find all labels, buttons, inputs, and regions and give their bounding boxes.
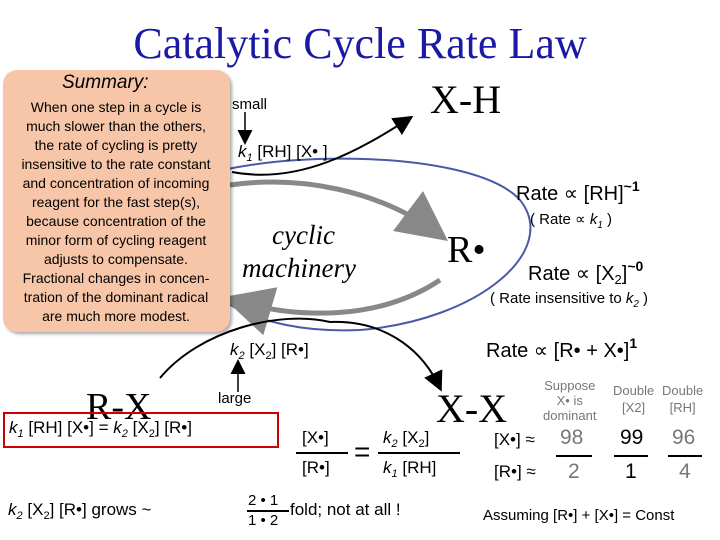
summary-line: and concentration of incoming [22, 175, 210, 191]
summary-line: When one step in a cycle is [30, 99, 202, 115]
table-header-suppose: Suppose X• is dominant [543, 378, 597, 423]
table-footnote: Assuming [R•] + [X•] = Const [483, 507, 675, 524]
table-divider [556, 455, 592, 457]
product-xx: X-X [436, 386, 508, 431]
summary-line: tration of the dominant radical [23, 289, 209, 305]
rate-rh-note: ( Rate ∝ k1 ) [530, 211, 613, 231]
summary-text: When one step in a cycle is much slower … [4, 98, 228, 326]
table-header-double-rh: Double [RH] [662, 383, 704, 415]
rhs-fraction-bar [378, 452, 460, 454]
summary-box [3, 70, 230, 332]
grows-fraction-num: 2 • 1 [248, 492, 279, 509]
cycle-arrow-bottom [222, 277, 442, 336]
summary-line: the rate of cycling is pretty [34, 137, 198, 153]
table-cell: 4 [679, 460, 691, 483]
summary-line: reagent for the fast step(s), [31, 194, 201, 210]
rhs-numerator: k2 [X2] [383, 428, 430, 450]
summary-line: are much more modest. [42, 308, 190, 324]
ratio-denominator: [R•] [302, 458, 330, 477]
rate-x2: Rate ∝ [X2]~0 [528, 258, 644, 287]
reagent-rx: R-X [86, 386, 152, 428]
table-cell: 1 [625, 460, 637, 483]
cycle-arrow-top [229, 179, 449, 241]
grows-tail: fold; not at all ! [290, 500, 401, 519]
table-cell: 2 [568, 460, 580, 483]
row-label-x: [X•] ≈ [494, 430, 535, 449]
grows-fraction-bar [247, 510, 289, 512]
summary-line: insensitive to the rate constant [21, 156, 211, 172]
grows-statement: k2 [X2] [R•] grows ~ [8, 500, 152, 522]
summary-heading: Summary: [62, 72, 149, 93]
step2-label: k2 [X2] [R•] [230, 340, 309, 362]
summary-line: minor form of cycling reagent [25, 232, 207, 248]
row-label-r: [R•] ≈ [494, 462, 536, 481]
table-cell: 96 [672, 426, 696, 449]
table-cell: 99 [620, 426, 644, 449]
table-header-double-x2: Double [X2] [613, 383, 655, 415]
table-divider [668, 455, 702, 457]
summary-line: much slower than the others, [26, 118, 206, 134]
arrow-from-rx [159, 317, 331, 379]
summary-line: adjusts to compensate. [44, 251, 188, 267]
ratio-numerator: [X•] [302, 428, 329, 447]
ratio-fraction-bar [296, 452, 348, 454]
summary-line: because concentration of the [26, 213, 206, 229]
large-label: large [218, 390, 252, 407]
rate-total-radical: Rate ∝ [R• + X•]1 [486, 335, 638, 362]
product-xh: X-H [430, 77, 502, 122]
rate-x2-note: ( Rate insensitive to k2 ) [490, 290, 649, 310]
page-title: Catalytic Cycle Rate Law [133, 19, 587, 68]
rhs-denominator: k1 [RH] [383, 458, 437, 480]
arrow-to-xx [329, 320, 443, 392]
rate-rh: Rate ∝ [RH]~1 [516, 178, 640, 205]
small-label: small [232, 96, 268, 113]
summary-line: Fractional changes in concen- [22, 270, 210, 286]
steady-state-equation: k1 [RH] [X•] = k2 [X2] [R•] [9, 418, 192, 440]
table-cell: 98 [560, 426, 584, 449]
radical-label: R• [447, 229, 486, 271]
ratio-equals: = [354, 436, 371, 467]
cyclic-label: cyclic [272, 220, 335, 250]
step1-label: k1 [RH] [X• ] [238, 142, 328, 164]
grows-fraction-den: 1 • 2 [248, 512, 279, 529]
table-divider [614, 455, 648, 457]
steady-state-box [3, 412, 279, 448]
arrow-to-xh [231, 115, 414, 176]
machinery-label: machinery [242, 253, 356, 283]
